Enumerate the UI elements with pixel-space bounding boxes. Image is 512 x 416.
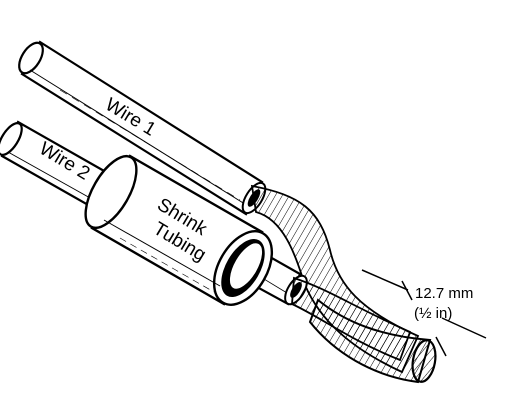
twisted-splice [308,298,437,384]
shrink-tubing [84,154,274,306]
dimension-marker [361,269,487,357]
dimension-metric-label: 12.7 mm [415,285,473,302]
dimension-imperial-label: (½ in) [414,305,452,322]
wire-1 [18,40,267,216]
